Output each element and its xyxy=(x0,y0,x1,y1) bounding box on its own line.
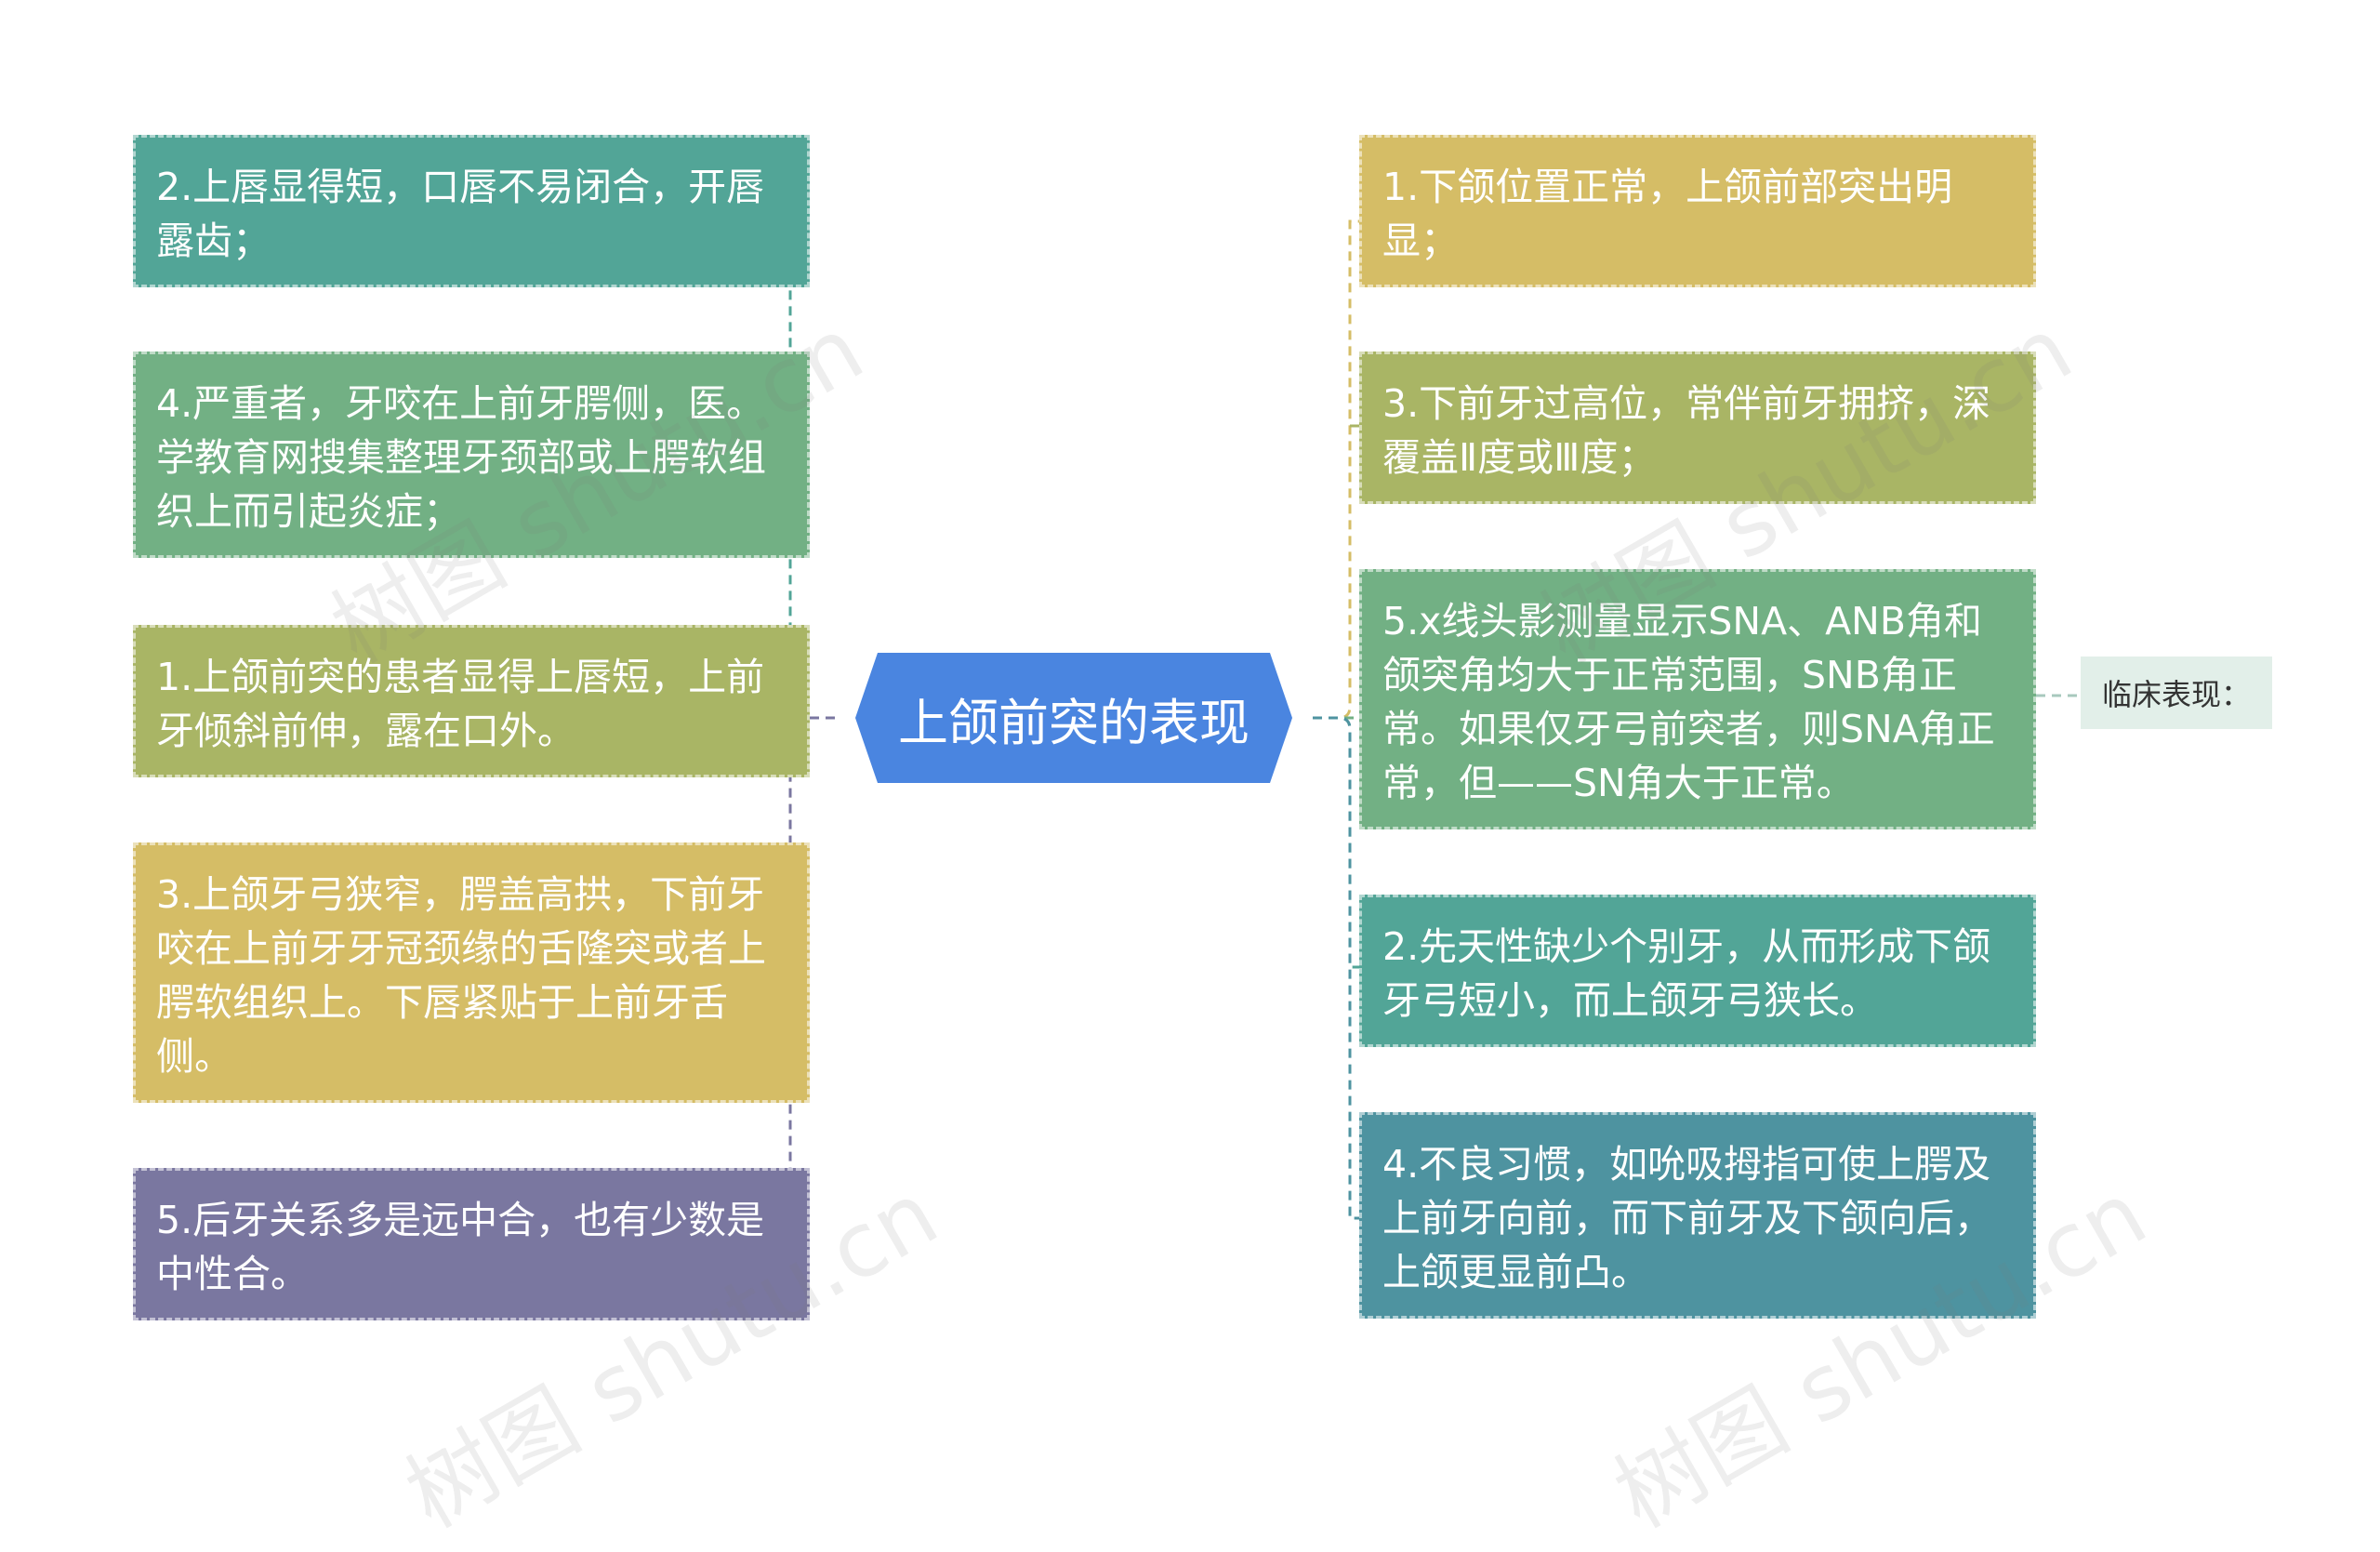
right-node-4-text: 2.先天性缺少个别牙，从而形成下颌牙弓短小，而上颌牙弓狭长。 xyxy=(1382,924,1991,1023)
left-node-2-text: 4.严重者，牙咬在上前牙腭侧，医。学教育网搜集整理牙颈部或上腭软组织上而引起炎症… xyxy=(156,381,766,534)
connector-right-1 xyxy=(1313,219,1367,720)
right-node-3[interactable]: 5.x线头影测量显示SNA、ANB角和颌突角均大于正常范围，SNB角正常。如果仅… xyxy=(1359,569,2036,829)
left-node-5-text: 5.后牙关系多是远中合，也有少数是中性合。 xyxy=(156,1198,765,1296)
left-node-5[interactable]: 5.后牙关系多是远中合，也有少数是中性合。 xyxy=(133,1168,810,1320)
left-node-2[interactable]: 4.严重者，牙咬在上前牙腭侧，医。学教育网搜集整理牙颈部或上腭软组织上而引起炎症… xyxy=(133,352,810,558)
left-node-3-text: 1.上颌前突的患者显得上唇短，上前牙倾斜前伸，露在口外。 xyxy=(156,655,765,753)
left-node-3[interactable]: 1.上颌前突的患者显得上唇短，上前牙倾斜前伸，露在口外。 xyxy=(133,625,810,777)
clinical-tag[interactable]: 临床表现： xyxy=(2081,657,2272,729)
left-node-4-text: 3.上颌牙弓狭窄，腭盖高拱，下前牙咬在上前牙牙冠颈缘的舌隆突或者上腭软组织上。下… xyxy=(156,872,766,1079)
right-node-5[interactable]: 4.不良习惯，如吮吸拇指可使上腭及上前牙向前，而下前牙及下颌向后，上颌更显前凸。 xyxy=(1359,1112,2036,1319)
clinical-tag-label: 临床表现： xyxy=(2101,677,2251,712)
mind-map-canvas: 上颌前突的表现 2.上唇显得短，口唇不易闭合，开唇露齿； 4.严重者，牙咬在上前… xyxy=(133,135,2272,1548)
right-node-4[interactable]: 2.先天性缺少个别牙，从而形成下颌牙弓短小，而上颌牙弓狭长。 xyxy=(1359,895,2036,1047)
root-label: 上颌前突的表现 xyxy=(898,693,1250,752)
right-node-5-text: 4.不良习惯，如吮吸拇指可使上腭及上前牙向前，而下前牙及下颌向后，上颌更显前凸。 xyxy=(1382,1142,1992,1294)
right-node-2[interactable]: 3.下前牙过高位，常伴前牙拥挤，深覆盖Ⅱ度或Ⅲ度； xyxy=(1359,352,2036,504)
right-node-3-text: 5.x线头影测量显示SNA、ANB角和颌突角均大于正常范围，SNB角正常。如果仅… xyxy=(1382,599,1995,805)
left-node-4[interactable]: 3.上颌牙弓狭窄，腭盖高拱，下前牙咬在上前牙牙冠颈缘的舌隆突或者上腭软组织上。下… xyxy=(133,842,810,1103)
right-node-1-text: 1.下颌位置正常，上颌前部突出明显； xyxy=(1382,165,1953,263)
left-node-1[interactable]: 2.上唇显得短，口唇不易闭合，开唇露齿； xyxy=(133,135,810,287)
root-node[interactable]: 上颌前突的表现 xyxy=(855,653,1292,783)
connector-right-5 xyxy=(1313,716,1367,1220)
left-node-1-text: 2.上唇显得短，口唇不易闭合，开唇露齿； xyxy=(156,165,765,263)
right-node-2-text: 3.下前牙过高位，常伴前牙拥挤，深覆盖Ⅱ度或Ⅲ度； xyxy=(1382,381,1991,480)
root-shape xyxy=(855,653,1292,783)
right-node-1[interactable]: 1.下颌位置正常，上颌前部突出明显； xyxy=(1359,135,2036,287)
